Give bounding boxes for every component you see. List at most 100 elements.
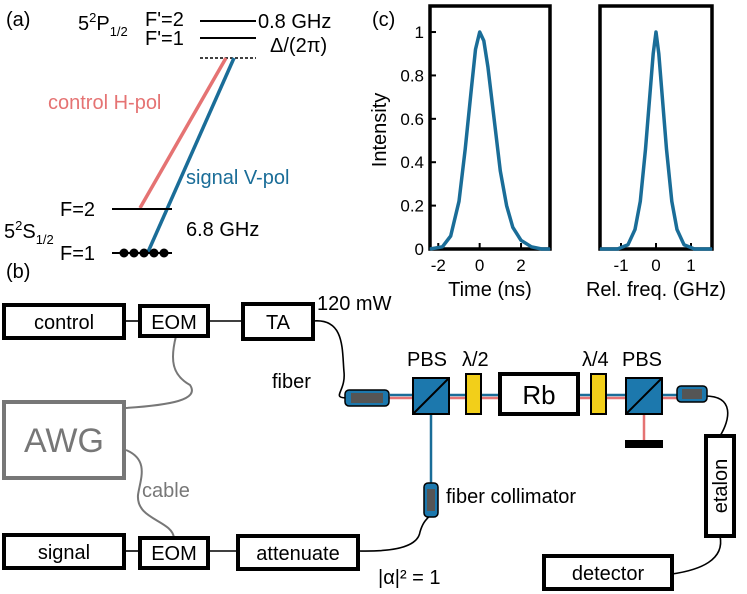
x-tick-label: 2 [516,256,525,275]
excited-state-label: 52P1/2 [78,10,128,39]
data-point [483,40,485,42]
excited-level-f1: F'=1 [145,28,184,50]
pbs-left-label: PBS [407,349,447,371]
ta-label: TA [266,312,291,334]
data-point [493,118,495,120]
eom-top-label: EOM [151,312,197,334]
y-tick-label: 0 [415,240,424,259]
signal-label: signal V-pol [186,167,289,189]
rb-cell-label: Rb [522,380,555,410]
y-axis-label: Intensity [369,93,391,167]
data-point [658,53,660,55]
x-tick-label: -1 [613,256,628,275]
signal-box [2,533,126,570]
data-point [520,239,522,241]
alpha-label: |α|² = 1 [378,567,441,589]
data-point [487,66,489,68]
quarter-wave-label: λ/4 [582,349,609,371]
fiber-collimator-core [427,489,435,511]
x-axis-label: Rel. freq. (GHz) [586,279,726,301]
attenuate-box [236,534,360,571]
beam-dump [625,440,663,448]
detuning-label: Δ/(2π) [270,35,327,57]
series-line [429,30,550,251]
power-label: 120 mW [317,293,392,315]
data-point [616,248,619,250]
experimental-setup: (b) control EOM TA 120 [2,261,736,591]
detector-label: detector [572,563,645,585]
data-point [470,87,472,90]
half-wave-plate [465,373,482,415]
etalon-box [704,434,736,538]
control-label: control H-pol [48,92,161,114]
data-point [549,248,551,250]
data-point [676,228,678,231]
panel-label-c: (c) [372,9,395,31]
data-point [655,31,657,33]
excited-level-f2: F'=2 [145,9,184,31]
data-point [652,53,654,55]
data-point [458,200,460,202]
data-point [711,248,713,250]
x-tick-label: 0 [475,256,484,275]
signal-box-label: signal [38,542,90,564]
data-point [505,205,508,207]
chart-frame [428,4,552,251]
x-tick-label: -2 [431,256,446,275]
data-point [627,244,629,246]
y-tick-label: 0.6 [400,110,424,129]
data-point [644,148,647,150]
rb-cell [498,372,580,416]
data-point [441,246,444,248]
data-point [639,200,641,202]
data-point [649,96,651,98]
awg-box [2,400,126,480]
signal-transition [146,57,236,253]
panel-label-b: (b) [6,261,30,283]
eom-bottom-label: EOM [151,543,197,565]
quarter-wave-plate [590,373,607,415]
ground-level-f2: F=2 [60,199,95,221]
data-point [671,200,673,202]
data-point [479,31,481,33]
ground-level-f1: F=1 [60,243,95,265]
detector-box [542,554,674,591]
fiber-label: fiber [272,371,311,393]
ground-splitting: 6.8 GHz [186,219,259,241]
eom-top-box [138,304,210,338]
data-point [634,228,636,231]
chart-frame [598,4,714,251]
pbs-right-label: PBS [622,349,662,371]
y-tick-label: 0.8 [400,66,424,85]
level-diagram: (a) 52P1/2 F'=2 F'=1 0.8 GHz Δ/(2π) cont… [4,9,331,265]
x-axis-label: Time (ns) [448,279,532,301]
etalon-label: etalon [710,459,732,514]
data-point [599,248,601,250]
eom-bottom-box [138,536,210,570]
data-point [464,148,466,150]
x-tick-label: 1 [686,256,695,275]
data-point [541,248,543,250]
awg-label: AWG [24,422,104,460]
half-wave-label: λ/2 [462,349,489,371]
cable-label: cable [142,480,190,502]
data-point [530,246,532,248]
fiber-collimator-label: fiber collimator [446,486,576,508]
data-point [429,248,431,250]
data-point [665,148,668,150]
data-point [683,244,685,246]
control-box [2,303,126,340]
y-tick-label: 0.2 [400,197,424,216]
ground-state-label: 52S1/2 [4,218,54,247]
ta-box [241,302,315,341]
attenuate-label: attenuate [256,543,339,565]
y-tick-label: 0.4 [400,153,424,172]
atom-population-dots [119,248,169,258]
x-tick-label: 0 [651,256,660,275]
control-transition [138,57,228,209]
panel-label-a: (a) [6,9,30,31]
